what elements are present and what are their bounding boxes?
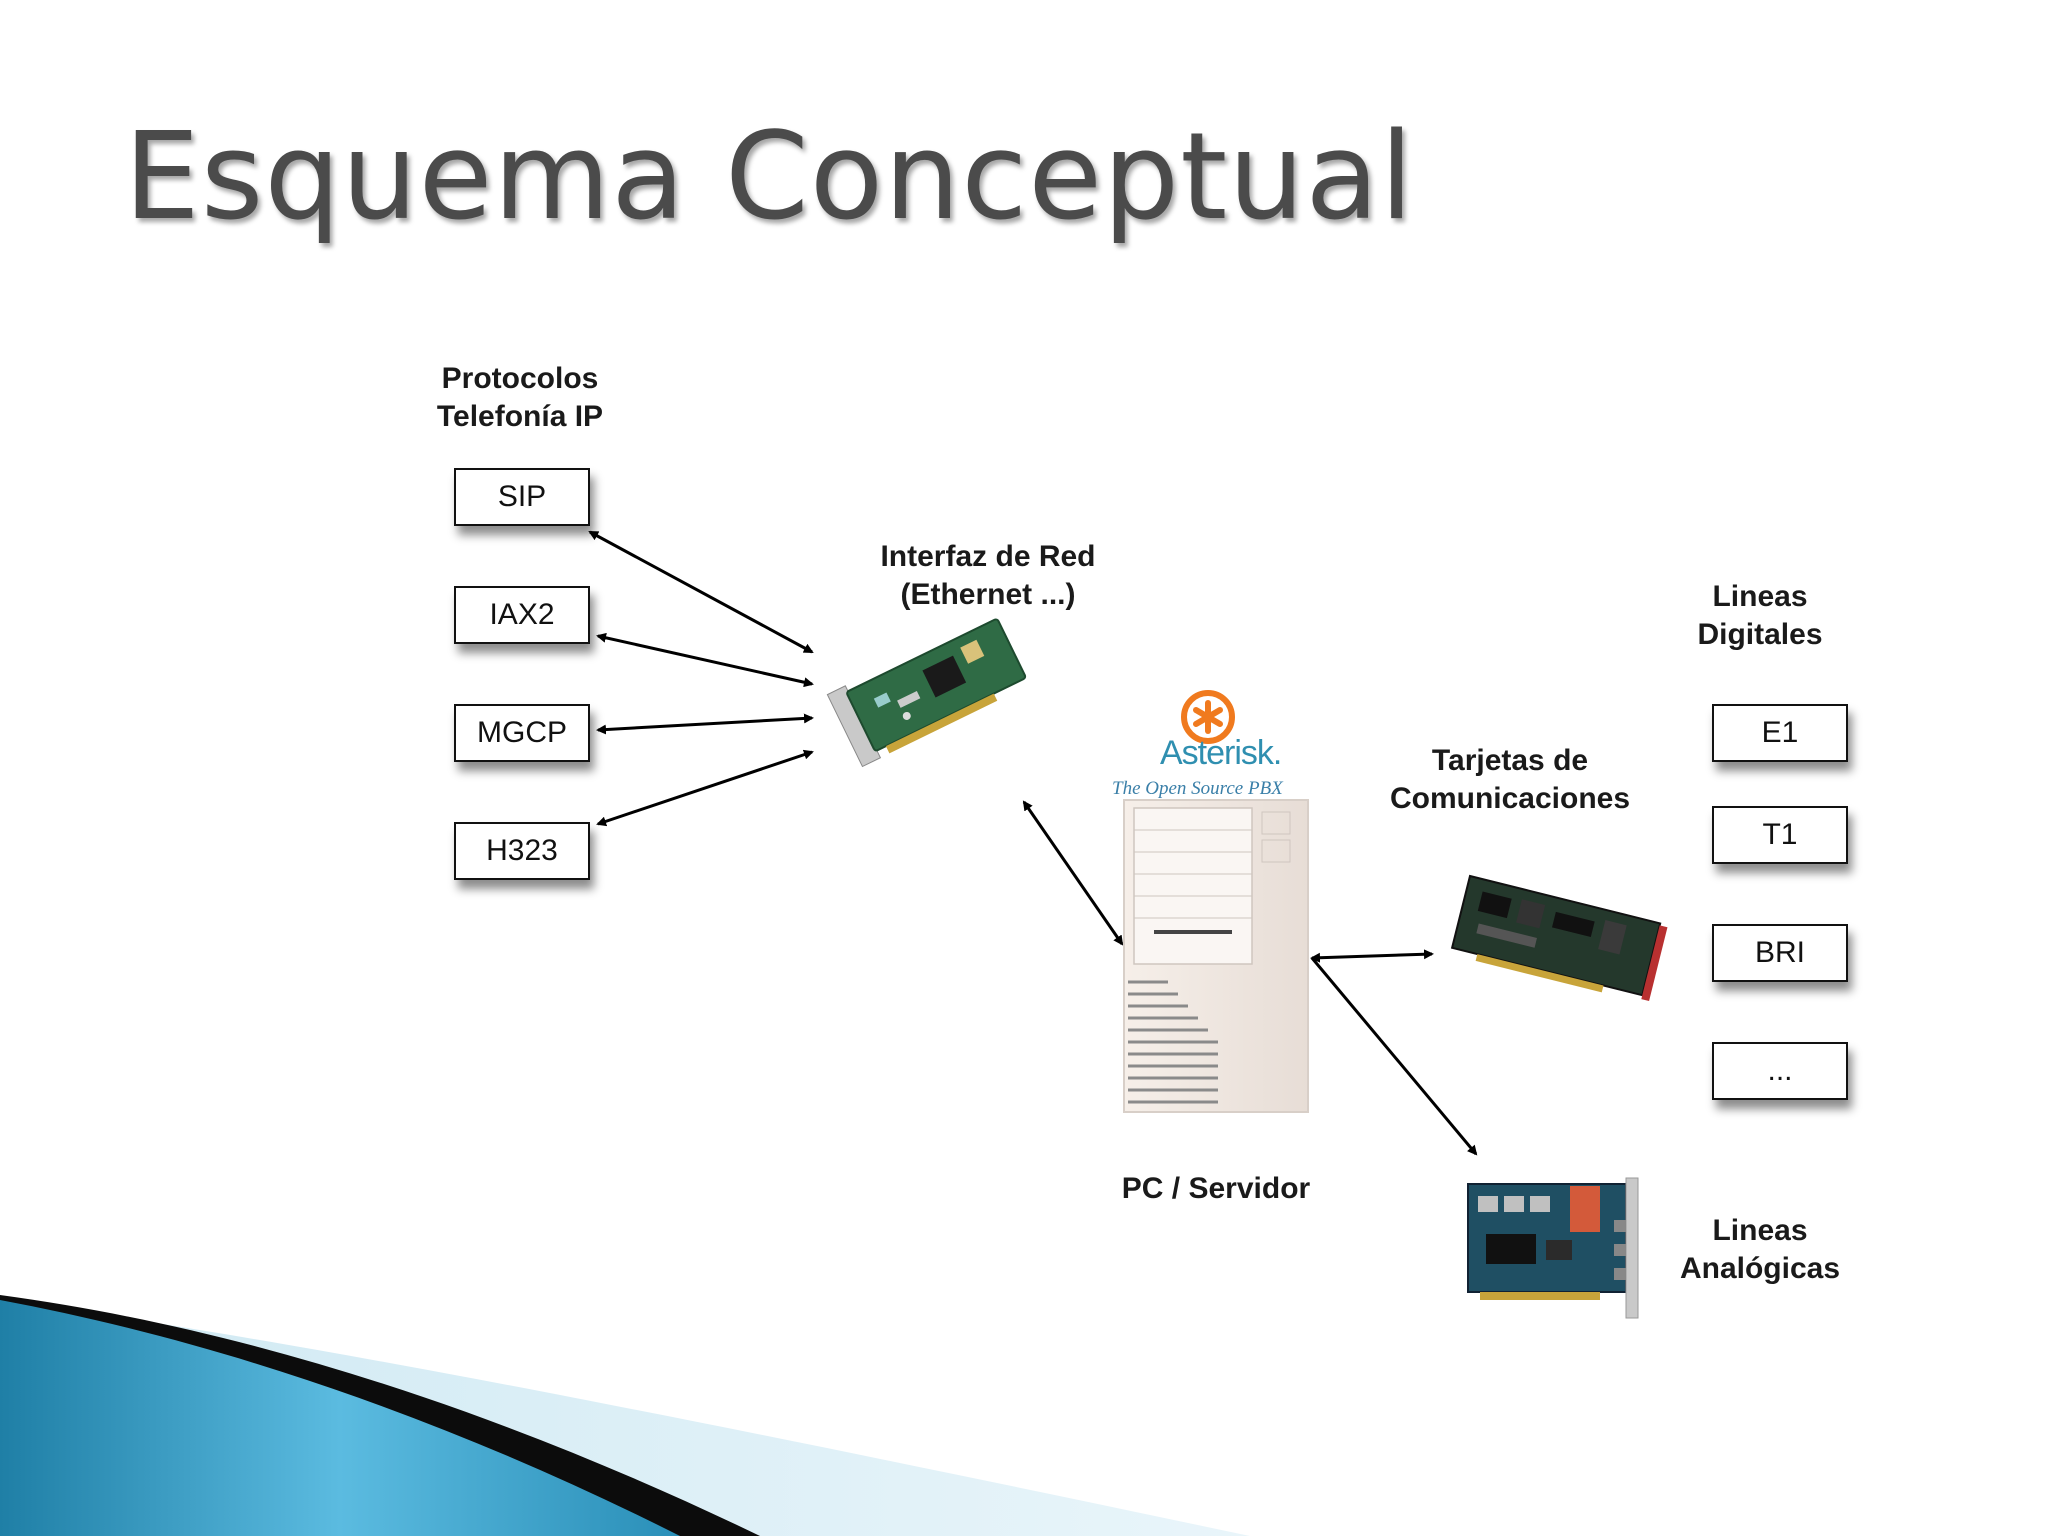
- arrow-mgcp-nic: [596, 713, 814, 735]
- pc-servidor-label: PC / Servidor: [1121, 1172, 1311, 1205]
- interfaz-red-label: Interfaz de Red (Ethernet ...): [880, 540, 1096, 611]
- asterisk-logo-tagline: The Open Source PBX: [1112, 778, 1283, 799]
- arrow-sip-nic: [588, 530, 814, 654]
- protocol-box-mgcp: MGCP: [454, 704, 590, 762]
- protocol-box-h323: H323: [454, 822, 590, 880]
- lineas-analogicas-label: Lineas Analógicas: [1679, 1214, 1841, 1285]
- lineas-digitales-label: Lineas Digitales: [1697, 580, 1823, 651]
- digital-line-box-bri: BRI: [1712, 924, 1848, 982]
- arrow-server-analog: [1310, 957, 1478, 1156]
- protocol-box-iax2: IAX2: [454, 586, 590, 644]
- arrow-h323-nic: [596, 749, 814, 827]
- protocol-box-sip: SIP: [454, 468, 590, 526]
- arrow-nic-server: [1022, 800, 1124, 946]
- asterisk-logo-name: Asterisk.: [1160, 734, 1282, 772]
- slide-title: Esquema Conceptual: [124, 108, 1415, 247]
- arrow-server-card: [1310, 949, 1434, 963]
- digital-line-box-more: ...: [1712, 1042, 1848, 1100]
- digital-line-box-t1: T1: [1712, 806, 1848, 864]
- protocolos-label: Protocolos Telefonía IP: [436, 362, 604, 433]
- arrow-iax2-nic: [596, 632, 814, 688]
- digital-line-box-e1: E1: [1712, 704, 1848, 762]
- tarjetas-label: Tarjetas de Comunicaciones: [1389, 744, 1631, 815]
